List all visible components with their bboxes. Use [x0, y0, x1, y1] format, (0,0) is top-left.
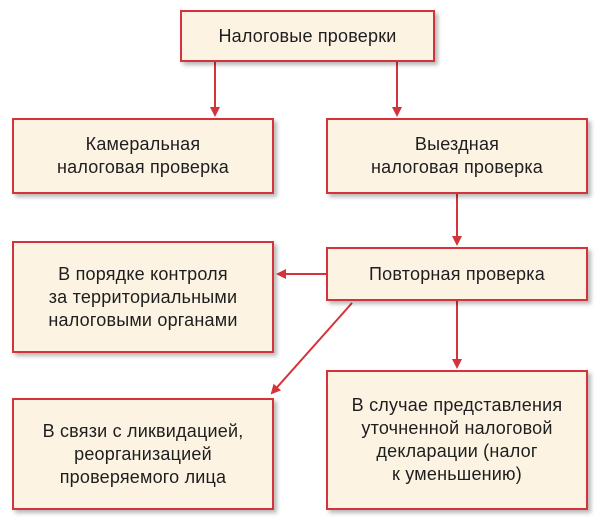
declaration-reason-label: В случае представления уточненной налого…	[351, 395, 563, 484]
repeat-audit-box: Повторная проверка	[326, 247, 588, 301]
declaration-reason-box: В случае представления уточненной налого…	[326, 370, 588, 510]
field-audit-box: Выездная налоговая проверка	[326, 118, 588, 194]
control-reason-box: В порядке контроля за территориальными н…	[12, 241, 274, 353]
desk-audit-box: Камеральная налоговая проверка	[12, 118, 274, 194]
root-box-label: Налоговые проверки	[218, 25, 397, 46]
liquidation-reason-label: В связи с ликвидацией, реорганизацией пр…	[42, 420, 244, 487]
root-box-tax-audits: Налоговые проверки	[180, 10, 435, 62]
field-audit-label: Выездная налоговая проверка	[371, 134, 543, 177]
desk-audit-label: Камеральная налоговая проверка	[57, 134, 229, 177]
repeat-audit-label: Повторная проверка	[369, 263, 545, 284]
liquidation-reason-box: В связи с ликвидацией, реорганизацией пр…	[12, 398, 274, 510]
control-reason-label: В порядке контроля за территориальными н…	[48, 263, 238, 330]
